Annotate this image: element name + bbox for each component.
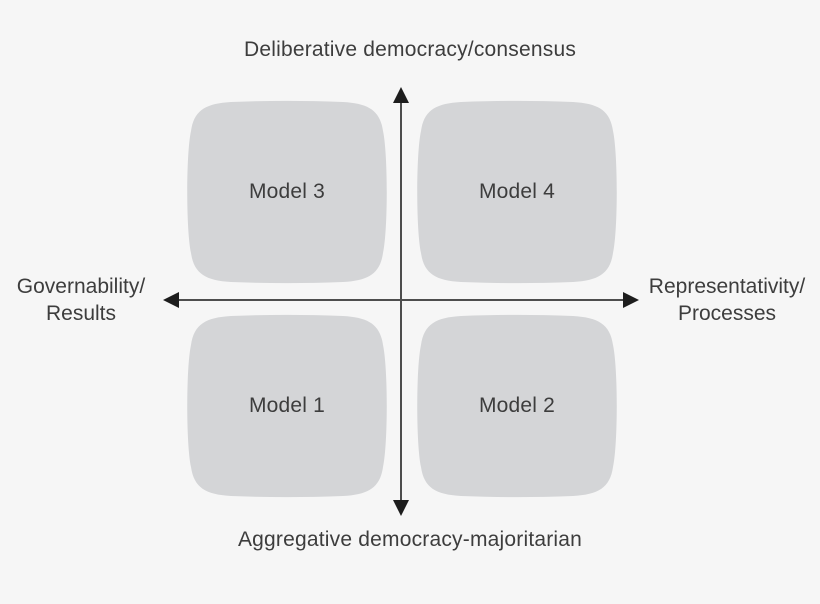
- right-axis-label-line2: Processes: [677, 302, 777, 325]
- quadrant-box-model-3: [187, 100, 387, 284]
- quadrant-label-model-2: Model 2: [478, 394, 556, 417]
- right-axis-label-line1: Representativity/: [648, 275, 806, 298]
- right-axis-label: Representativity/ Processes: [645, 273, 809, 327]
- quadrant-box-model-2: [417, 314, 617, 498]
- arrowhead-right-icon: [623, 292, 639, 308]
- arrowhead-up-icon: [393, 87, 409, 103]
- arrowhead-down-icon: [393, 500, 409, 516]
- arrowhead-left-icon: [163, 292, 179, 308]
- quadrant-box-model-4: [417, 100, 617, 284]
- quadrant-label-model-3: Model 3: [248, 180, 326, 203]
- quadrant-label-model-1: Model 1: [248, 394, 326, 417]
- left-axis-label-line1: Governability/: [16, 275, 146, 298]
- bottom-axis-label: Aggregative democracy-majoritarian: [237, 528, 583, 551]
- quadrant-box-model-1: [187, 314, 387, 498]
- quadrant-label-model-4: Model 4: [478, 180, 556, 203]
- left-axis-label-line2: Results: [45, 302, 117, 325]
- left-axis-label: Governability/ Results: [0, 273, 163, 327]
- top-axis-label: Deliberative democracy/consensus: [243, 38, 577, 61]
